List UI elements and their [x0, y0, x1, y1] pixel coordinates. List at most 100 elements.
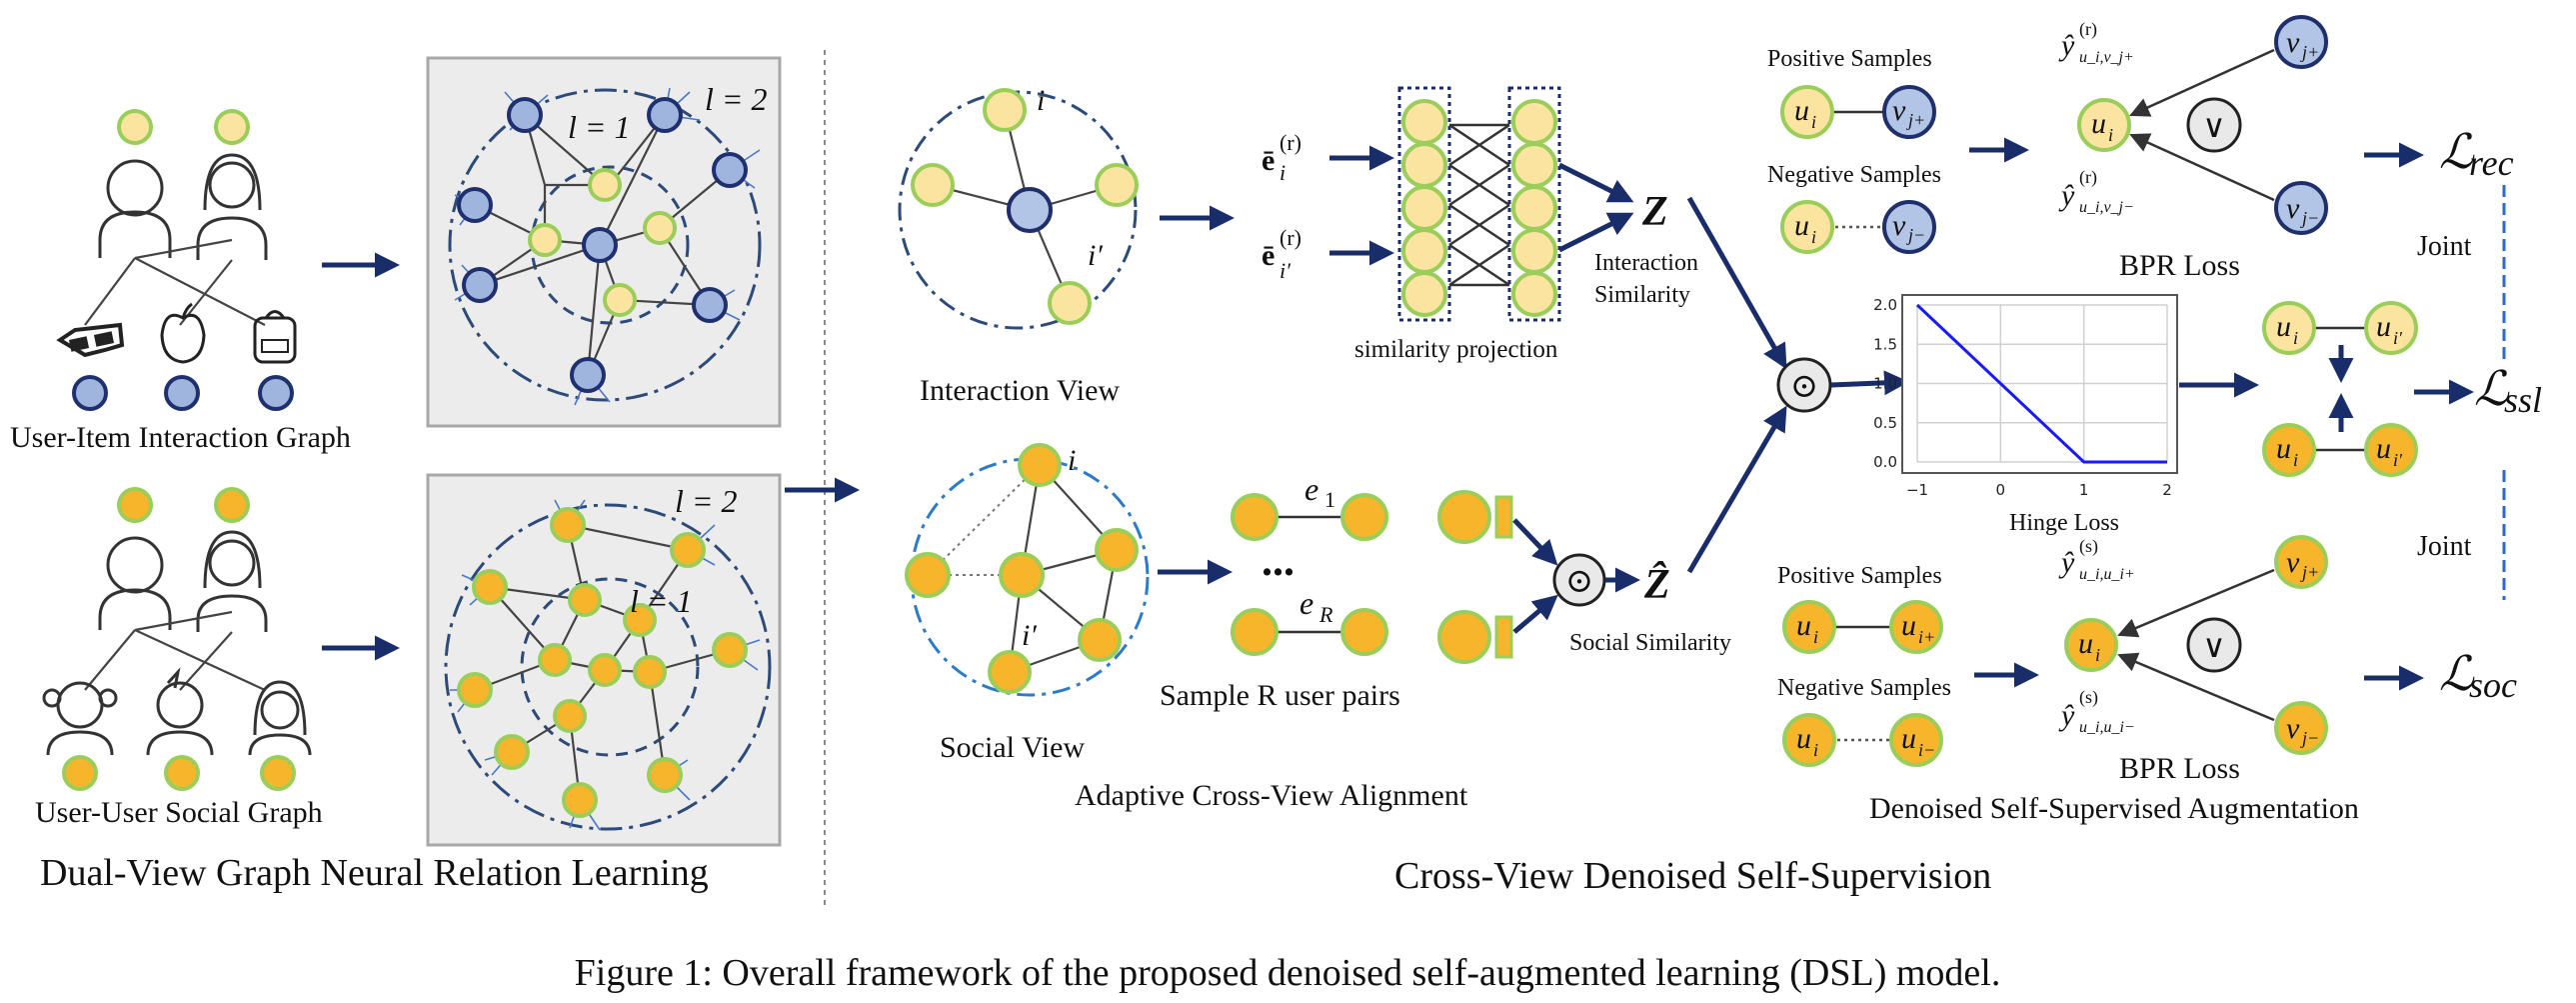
man-icon — [98, 159, 172, 258]
graph-node — [633, 655, 667, 689]
u-i-sub: i — [2293, 328, 2298, 348]
item-node — [164, 375, 200, 411]
graph-node — [911, 163, 955, 207]
y-tick-label: 0.5 — [1873, 414, 1897, 432]
soc-branch: Positive Samples u i u i+ Negative Sampl… — [1777, 535, 2517, 785]
graph-node — [999, 552, 1045, 598]
e-i-prime-sub: i′ — [1280, 258, 1291, 283]
layer2-boundary — [448, 88, 762, 402]
u-iprime-text: u — [2376, 432, 2391, 465]
u-iminus-text: u — [1901, 722, 1916, 755]
user-node — [1782, 600, 1836, 654]
pair-weight — [1494, 495, 1513, 539]
u-i-sub: i — [1811, 112, 1816, 132]
item-node — [258, 375, 294, 411]
u-iprime-text: u — [2376, 310, 2391, 343]
augmentation-title: Denoised Self-Supervised Augmentation — [1869, 792, 2359, 825]
negative-samples-label: Negative Samples — [1777, 675, 1951, 701]
y-tick-label: 1.5 — [1873, 335, 1897, 353]
graph-node — [643, 211, 677, 245]
graph-node — [623, 603, 657, 637]
graph-node — [647, 97, 683, 133]
graph-node — [712, 152, 748, 188]
yhat-rec-neg-sub: u_i,v_j− — [2079, 199, 2134, 216]
hinge-title: Hinge Loss — [2009, 510, 2119, 536]
social-similarity-label: Social Similarity — [1569, 630, 1731, 656]
yhat-soc-neg: ŷ — [2058, 699, 2075, 732]
similarity-projection: ē i (r) ē i′ (r) similarity projection Z… — [1262, 86, 1698, 363]
graph-node — [528, 223, 562, 257]
user-node — [1782, 713, 1836, 767]
pair-weight — [1494, 615, 1513, 659]
user-item-interaction-graph: User-Item Interaction Graph — [10, 109, 351, 454]
interaction-similarity-line1: Interaction — [1594, 250, 1698, 276]
interaction-similarity-line2: Similarity — [1594, 282, 1690, 308]
v-jminus-sub: j− — [2300, 728, 2319, 748]
node-i-prime-label: i′ — [1022, 619, 1037, 652]
girl-icon — [42, 681, 118, 756]
graph-node — [562, 782, 598, 818]
social-view: i i′ Social View — [905, 443, 1150, 764]
z-label: Z — [1641, 189, 1668, 235]
u-iplus-text: u — [1901, 609, 1916, 642]
positive-samples-label: Positive Samples — [1777, 563, 1942, 589]
ssl-branch: Joint Joint u i u i′ u i u i′ ℒ ssl — [2179, 185, 2542, 600]
u-i-sub: i — [2293, 450, 2298, 470]
user-node — [214, 487, 250, 523]
neuron — [1511, 142, 1557, 188]
woman-icon — [196, 153, 268, 260]
l-ssl-sub: ssl — [2504, 380, 2542, 420]
woman-icon — [196, 530, 268, 632]
vee-label: ∨ — [2202, 628, 2225, 664]
node-i-label: i — [1068, 444, 1076, 477]
user-node — [1231, 493, 1279, 541]
graph-node — [692, 287, 728, 323]
chart-y-ticks: 2.01.51.00.50.0 — [1873, 296, 1897, 471]
graph-node — [1048, 281, 1092, 325]
u-iplus-sub: i+ — [1918, 627, 1935, 647]
interaction-graph-label: User-Item Interaction Graph — [10, 421, 351, 454]
u-i-text: u — [2276, 310, 2291, 343]
l-soc-label: ℒ — [2439, 648, 2475, 701]
user-node — [1780, 200, 1834, 254]
item-node — [72, 375, 108, 411]
neuron — [1401, 271, 1447, 317]
graph-node — [568, 583, 602, 617]
sample-user-pairs: e 1 e R ... Sample R user pairs ⊙ Ẑ Soci… — [1160, 471, 1731, 712]
hinge-series-line — [1915, 303, 2167, 464]
graph-node — [494, 734, 530, 770]
u-i-text: u — [1794, 209, 1809, 242]
u-iprime-sub: i′ — [2393, 450, 2403, 470]
arrow-z-to-merge — [1686, 196, 1787, 370]
u-i-text: u — [2078, 627, 2093, 660]
social-gnn-panel: l = 2 l = 1 — [426, 473, 782, 847]
graph-node — [983, 88, 1027, 132]
item-node — [1882, 85, 1936, 139]
arrow-to-z-2 — [1557, 212, 1634, 253]
user-node — [62, 755, 98, 791]
apple-icon — [160, 302, 206, 364]
user-node — [1889, 713, 1943, 767]
alignment-title: Adaptive Cross-View Alignment — [1075, 779, 1468, 812]
user-node — [260, 755, 296, 791]
item-node — [2274, 15, 2328, 69]
merge-odot-label: ⊙ — [1790, 368, 1819, 405]
neuron — [1401, 99, 1447, 145]
x-tick-label: 2 — [2162, 481, 2172, 499]
u-i-text: u — [1796, 722, 1811, 755]
figure-caption: Figure 1: Overall framework of the propo… — [575, 952, 2001, 994]
odot-operator — [1552, 553, 1606, 607]
neuron — [1511, 185, 1557, 231]
user-node — [117, 487, 153, 523]
graph-node — [570, 357, 606, 393]
graph-node — [603, 283, 637, 317]
arrow-to-hinge — [1830, 370, 1909, 396]
yhat-rec-neg-sup: (r) — [2079, 167, 2097, 188]
graph-node — [1018, 443, 1062, 487]
graph-node — [712, 632, 748, 668]
v-jminus-sub: j− — [1906, 225, 1925, 245]
interaction-gnn-panel: l = 1 l = 2 — [426, 56, 782, 428]
glasses-icon — [56, 322, 125, 358]
yhat-rec-pos-sup: (r) — [2079, 19, 2097, 40]
arrow-pair-bottom — [1512, 594, 1558, 634]
